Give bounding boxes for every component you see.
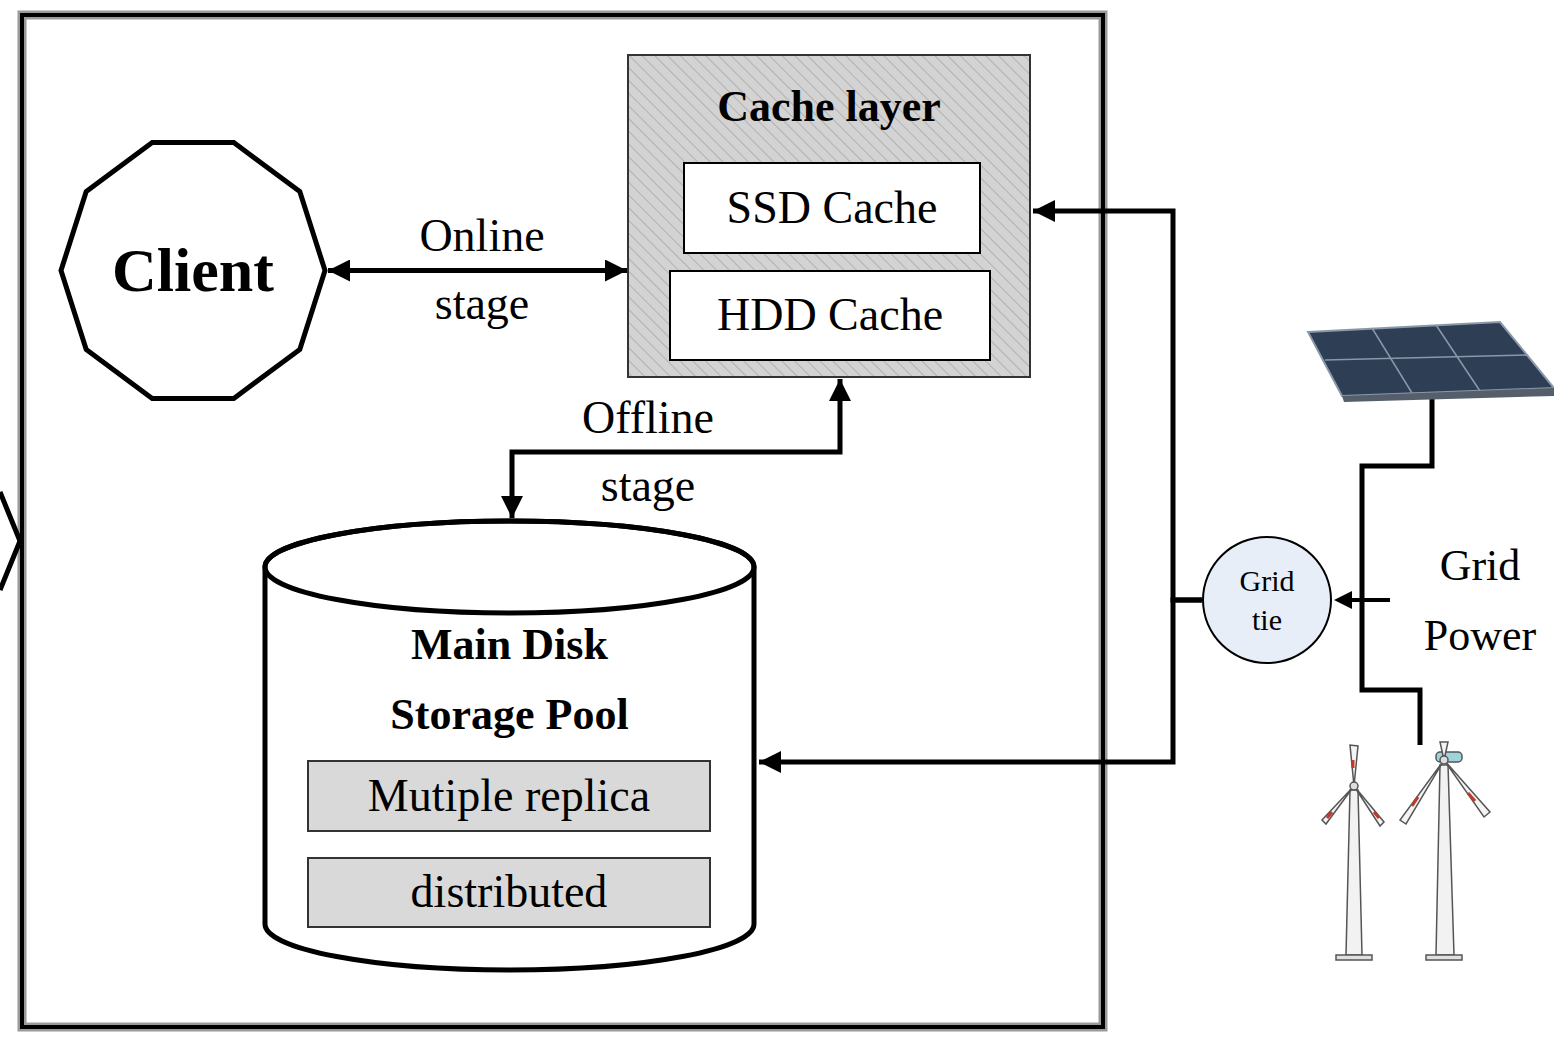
client-node: Client — [58, 133, 328, 408]
system-frame-inner — [22, 15, 1103, 1027]
edge-label: Online stage — [392, 202, 572, 338]
hdd-cache-box: HDD Cache — [669, 270, 991, 361]
connector — [759, 600, 1202, 762]
node-text: distributed — [411, 866, 608, 919]
replica-box: Mutiple replica — [307, 760, 711, 832]
node-text: SSD Cache — [727, 182, 938, 235]
wind-turbines — [1322, 742, 1490, 960]
grid-power-line — [1350, 598, 1390, 602]
node-text: Main Disk Storage Pool — [355, 610, 665, 751]
node-text: Mutiple replica — [368, 770, 650, 823]
node-text: Cache layer — [717, 82, 941, 133]
solar-panel — [1308, 322, 1554, 402]
system-frame — [22, 15, 1103, 1027]
hatch-fill — [629, 56, 1029, 376]
connector — [512, 379, 840, 518]
node-text: HDD Cache — [717, 289, 943, 342]
ssd-cache-box: SSD Cache — [683, 162, 981, 254]
connector — [328, 268, 627, 273]
cut-shape — [0, 492, 20, 590]
edge-label: Offline stage — [558, 384, 738, 520]
grid-power-arrowhead — [1334, 591, 1352, 609]
cylinder-outline — [262, 518, 757, 973]
node-text: Grid tie — [1227, 561, 1307, 639]
cache-layer-box: Cache layerSSD CacheHDD Cache — [627, 54, 1031, 378]
client-outline — [58, 133, 328, 408]
node-text: Client — [112, 235, 274, 306]
grid-tie-circle: Grid tie — [1202, 536, 1332, 664]
distributed-box: distributed — [307, 857, 711, 928]
storage-pool-cylinder: Main Disk Storage PoolMutiple replica dis… — [262, 518, 757, 973]
power-source-label: Grid Power — [1410, 531, 1550, 671]
renewable-wire — [1362, 392, 1432, 745]
connector — [1033, 211, 1202, 600]
